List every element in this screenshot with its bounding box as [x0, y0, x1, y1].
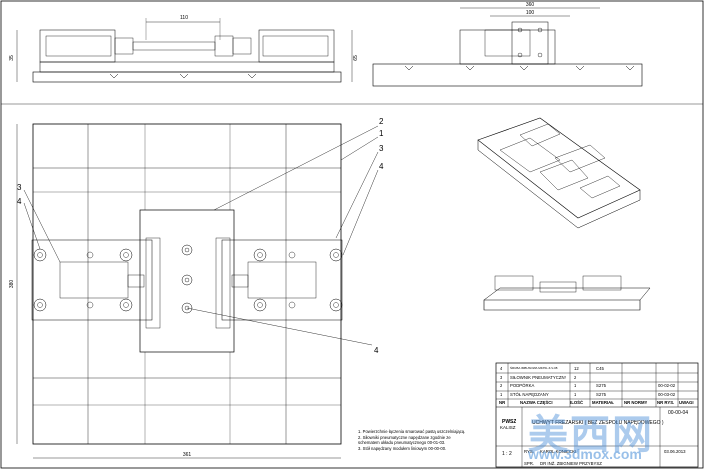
dim-100: 100 — [526, 10, 535, 16]
callout-1: 1 — [379, 129, 384, 138]
part-4-qty: 12 — [574, 366, 579, 371]
note-1: 1. Powierzchnie łączenia smarować pastą … — [358, 429, 466, 434]
part-2-nr: 2 — [500, 383, 503, 388]
part-3-qty: 2 — [574, 375, 577, 380]
callout-4-bottom: 4 — [374, 346, 379, 355]
isometric-view-side — [483, 275, 651, 311]
checked-by: DR INŻ. ZBIGNIEW PRZYBYSZ — [540, 461, 602, 466]
drawing-scale: 1 : 2 — [502, 451, 512, 457]
watermark-logo: 美西网 — [528, 412, 654, 458]
header-remarks: UWAGI — [679, 400, 694, 405]
part-1-name: STÓŁ NAPĘDZANY — [510, 392, 549, 397]
plan-view: 2 1 3 4 3 4 4 380 361 — [9, 117, 384, 459]
part-3-nr: 3 — [500, 375, 503, 380]
part-2-drawing: 00-02-02 — [658, 383, 676, 388]
note-2: 2. Siłowniki pneumatyczne napędzane zgod… — [358, 434, 451, 440]
part-2-name: PODPÓRKA — [510, 383, 535, 388]
part-4-name: ŚRUBA IMBUSOWA M4X5L Z-V-08 — [510, 366, 558, 370]
header-drawing: NR RYS. — [657, 400, 675, 405]
callout-3-left: 3 — [17, 183, 22, 192]
part-4-material: C45 — [596, 366, 604, 371]
drawn-label: RYS. — [524, 449, 534, 454]
dim-360: 360 — [526, 2, 535, 8]
header-norm: NR NORMY — [624, 400, 648, 405]
dim-65: 65 — [353, 55, 359, 61]
note-3: schematem układu pneumatycznego 00-01-03… — [358, 440, 446, 446]
callout-3-right: 3 — [379, 144, 384, 153]
drawn-by: KAROL KONIECKI — [540, 449, 577, 454]
callout-2: 2 — [379, 117, 384, 126]
dim-380: 380 — [9, 280, 15, 289]
part-4-nr: 4 — [500, 366, 503, 371]
header-material: MATERIAŁ — [592, 400, 614, 405]
front-view: 110 35 65 — [9, 15, 359, 83]
school-city: KALISZ — [500, 425, 516, 430]
part-2-qty: 1 — [574, 383, 577, 388]
part-1-material: S275 — [596, 392, 607, 397]
side-view: 360 100 — [372, 2, 643, 87]
header-qty: ILOŚĆ — [570, 400, 584, 405]
watermark-url: www.3dmox.com — [528, 446, 642, 462]
callout-4-right: 4 — [379, 162, 384, 171]
school-label: PWSZ — [502, 419, 517, 425]
parts-table-grid — [495, 362, 699, 468]
isometric-view — [477, 117, 641, 229]
header-nr: NR — [499, 400, 506, 405]
header-name: NAZWA CZĘŚCI — [520, 400, 553, 405]
part-1-drawing: 00-03-02 — [658, 392, 676, 397]
drawing-title: UCHWYT FREZARSKI ( BEZ ZESPOŁU NAPĘDOWEG… — [532, 420, 664, 426]
dim-110: 110 — [180, 15, 188, 21]
dim-35: 35 — [9, 55, 15, 61]
part-1-qty: 1 — [574, 392, 577, 397]
drawing-date: 03.06.2013 — [664, 449, 686, 454]
checked-label: SPR. — [524, 461, 535, 466]
drawing-notes: 1. Powierzchnie łączenia smarować pastą … — [358, 429, 498, 451]
callout-4-left: 4 — [17, 197, 22, 206]
part-2-material: S275 — [596, 383, 607, 388]
drawing-number: 00-00-04 — [668, 410, 689, 416]
dim-361: 361 — [183, 452, 192, 458]
part-3-name: SIŁOWNIK PNEUMATYCZNY — [510, 375, 566, 380]
part-1-nr: 1 — [500, 392, 503, 397]
note-4: 3. Stół napędzany modułem liniowym 00-00… — [358, 445, 447, 451]
title-block: 4 ŚRUBA IMBUSOWA M4X5L Z-V-08 12 C45 3 S… — [496, 363, 698, 467]
